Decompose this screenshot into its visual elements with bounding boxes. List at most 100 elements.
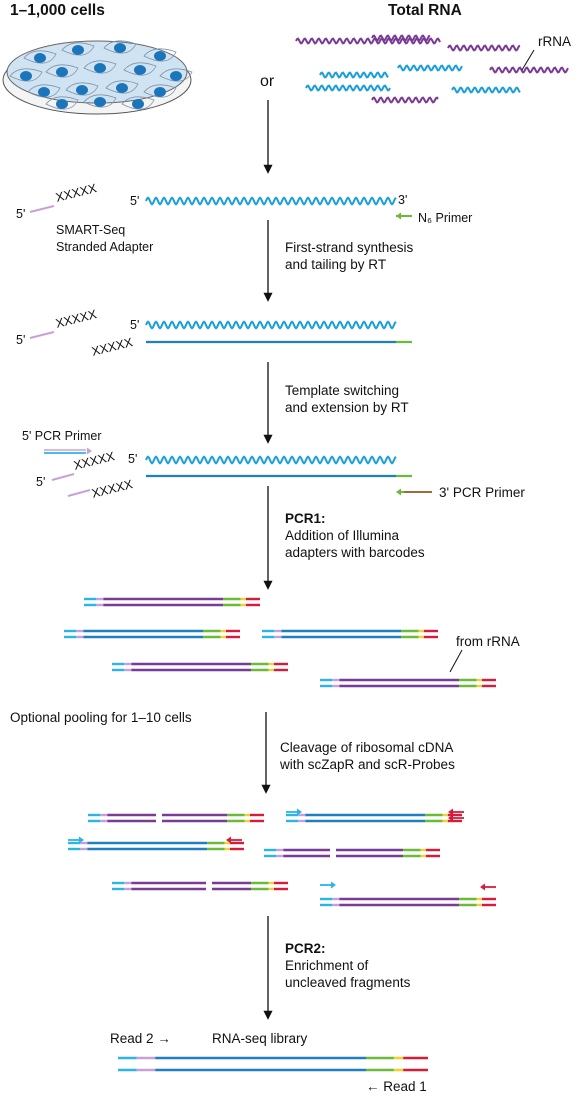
cell-nucleus: [94, 97, 106, 107]
cdna-molecules: [29, 196, 463, 673]
cell-nucleus: [38, 87, 50, 97]
primer-arrowhead: [331, 881, 336, 889]
mrna-template: [145, 320, 397, 330]
cell-nucleus: [72, 45, 84, 55]
library-fragments: [64, 597, 496, 1072]
rrna-molecule: [371, 34, 431, 42]
pcr3-arrowhead: [396, 488, 401, 496]
primer-arrowhead: [226, 836, 231, 844]
fragment-duplex: [112, 662, 288, 672]
total-rna-molecules: [295, 34, 569, 104]
pcr1-title: PCR1:: [285, 511, 326, 526]
fragment-duplex: [68, 841, 244, 851]
first-strand-label: First-strand synthesis and tailing by RT: [285, 240, 414, 272]
primer-arrowhead: [448, 814, 453, 822]
cell-culture-dish: [2, 40, 193, 115]
rna-five-prime: 5': [128, 452, 138, 466]
n6-primer-arrowhead: [396, 212, 401, 220]
read1-label: ← Read 1: [366, 1079, 427, 1094]
mrna-molecule: [397, 64, 463, 72]
rna-three-prime: 3': [398, 193, 408, 207]
cell-outline: [103, 40, 137, 54]
cell-nucleus: [20, 71, 32, 81]
rna-five-prime: 5': [130, 194, 140, 208]
adapter-stem: [29, 205, 55, 213]
rrna-molecule: [489, 66, 569, 74]
rrna-molecule: [447, 44, 521, 52]
cell-outline: [83, 60, 117, 74]
adapter-stem: [51, 473, 75, 481]
bound-primer: [448, 808, 464, 816]
n6-primer-label: N₆ Primer: [418, 211, 473, 225]
cell-outline: [27, 84, 61, 98]
bound-primer: [448, 814, 464, 822]
bound-primer: [320, 881, 336, 889]
cell-nucleus: [116, 83, 128, 93]
cell-outline: [143, 48, 177, 62]
cell-nucleus: [114, 43, 126, 53]
cleavage-label: Cleavage of ribosomal cDNA with scZapR a…: [280, 740, 455, 772]
adapter-stem: [29, 331, 55, 339]
pcr5-primer-label: 5' PCR Primer: [22, 429, 102, 443]
from-rrna-label: from rRNA: [456, 634, 520, 649]
fragment-duplex: [320, 897, 496, 907]
cell-outline: [159, 68, 193, 82]
bound-primer: [68, 836, 84, 844]
fragment-duplex: [320, 678, 496, 688]
cell-outline: [9, 68, 43, 82]
mrna-molecule: [451, 86, 521, 94]
total-rna-label: Total RNA: [388, 2, 462, 19]
adapter-label: SMART-Seq Stranded Adapter: [56, 223, 154, 254]
mrna-template: [145, 455, 397, 465]
adapter-stem: [67, 489, 91, 497]
pcr2-description: Enrichment of uncleaved fragments: [285, 958, 411, 990]
cell-nucleus: [154, 51, 166, 61]
library-title: RNA-seq library: [212, 1031, 308, 1046]
primer-arrowhead: [448, 808, 453, 816]
cell-nucleus: [94, 63, 106, 73]
read2-label: Read 2 →: [110, 1031, 171, 1046]
five-prime-label: 5': [16, 333, 26, 347]
primer-arrowhead: [480, 883, 485, 891]
fragment-duplex: [286, 813, 462, 823]
flow-arrows: [261, 100, 273, 1020]
rrna-label: rRNA: [538, 34, 571, 49]
fragment-duplex: [88, 813, 264, 823]
cell-nucleus: [170, 71, 182, 81]
cell-nucleus: [132, 99, 144, 109]
mrna-template: [145, 196, 397, 206]
template-switching-label: Template switching and extension by RT: [285, 383, 409, 415]
mrna-molecule: [305, 84, 391, 92]
bound-primer: [226, 836, 242, 844]
or-label: or: [260, 73, 275, 90]
bound-primer: [480, 883, 496, 891]
fragment-duplex: [64, 629, 240, 639]
cell-nucleus: [34, 53, 46, 63]
cell-nucleus: [154, 87, 166, 97]
cells-label: 1–1,000 cells: [10, 2, 105, 19]
primer-arrowhead: [79, 836, 84, 844]
fragment-duplex: [264, 848, 440, 858]
fragment-duplex: [262, 629, 438, 639]
five-prime-label: 5': [36, 475, 46, 489]
fragment-duplex: [84, 597, 260, 607]
cell-outline: [83, 94, 117, 108]
cell-outline: [45, 96, 79, 110]
cell-outline: [45, 64, 79, 78]
cell-nucleus: [76, 85, 88, 95]
cell-nucleus: [134, 65, 146, 75]
rna-five-prime: 5': [130, 318, 140, 332]
cell-outline: [23, 50, 57, 64]
pcr1-description: Addition of Illumina adapters with barco…: [285, 528, 425, 560]
cell-nucleus: [56, 67, 68, 77]
cell-outline: [123, 62, 157, 76]
cell-outline: [65, 82, 99, 96]
rrna-molecule: [371, 96, 439, 104]
mrna-molecule: [319, 71, 389, 79]
pcr5-arrowhead: [87, 447, 92, 455]
pcr3-primer-label: 3' PCR Primer: [439, 485, 525, 500]
cell-outline: [121, 96, 155, 110]
rrna-molecule: [295, 37, 441, 45]
pcr2-title: PCR2:: [285, 941, 326, 956]
